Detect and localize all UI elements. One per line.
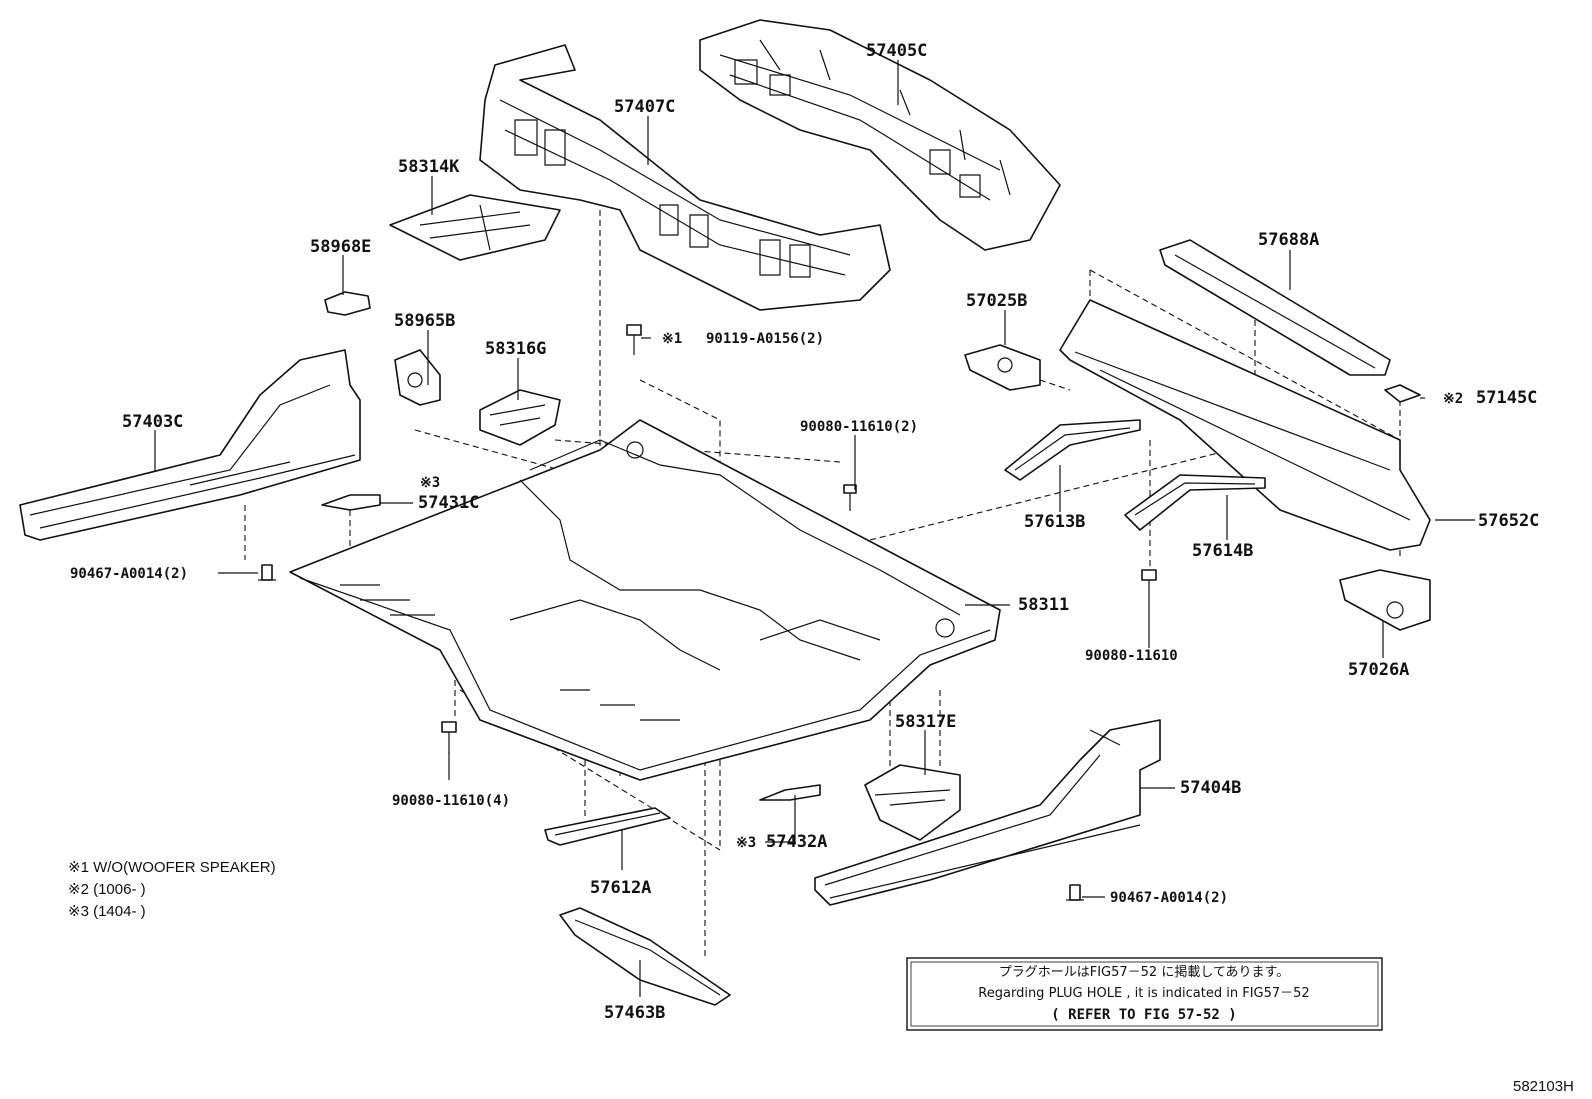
figure-code: 582103H: [1513, 1078, 1574, 1095]
plug-hole-info-box: プラグホールはFIG57－52 に掲載してあります。 Regarding PLU…: [906, 957, 1383, 1031]
label-57405C: 57405C: [866, 41, 927, 61]
part-58311[interactable]: [289, 419, 1001, 781]
part-57026A[interactable]: [1339, 569, 1431, 631]
label-58968E: 58968E: [310, 237, 371, 257]
leader-lines: [154, 60, 1475, 997]
label-57614B: 57614B: [1192, 541, 1253, 561]
label-90080-4: 90080-11610(4): [392, 793, 510, 809]
marker-3b: ※3: [736, 835, 756, 851]
note-1: ※1 W/O(WOOFER SPEAKER): [68, 859, 276, 876]
notes: ※1 W/O(WOOFER SPEAKER) ※2 (1006- ) ※3 (1…: [68, 859, 276, 920]
part-57145C[interactable]: [1384, 384, 1421, 403]
info-line-refer: ( REFER TO FIG 57-52 ): [1051, 1007, 1236, 1023]
part-58317E[interactable]: [864, 764, 961, 841]
part-58316G[interactable]: [479, 389, 561, 446]
label-57145C: 57145C: [1476, 388, 1537, 408]
marker-1: ※1: [662, 331, 682, 347]
label-90467-right: 90467-A0014(2): [1110, 890, 1228, 906]
label-57431C: 57431C: [418, 493, 479, 513]
marker-3a: ※3: [420, 475, 440, 491]
label-90119: 90119-A0156(2): [706, 331, 824, 347]
bolt-90080-lower[interactable]: [441, 721, 457, 754]
label-58317E: 58317E: [895, 712, 956, 732]
bolt-90080-mid[interactable]: [1141, 569, 1157, 600]
label-57025B: 57025B: [966, 291, 1027, 311]
fastener-90467-left[interactable]: [258, 564, 276, 581]
info-line-japanese: プラグホールはFIG57－52 に掲載してあります。: [999, 964, 1290, 980]
label-57026A: 57026A: [1348, 660, 1409, 680]
part-57404B[interactable]: [814, 719, 1161, 906]
label-90080-mid: 90080-11610: [1085, 648, 1178, 664]
part-57405C[interactable]: [699, 19, 1061, 251]
label-90080-top: 90080-11610(2): [800, 419, 918, 435]
bolt-90080-top[interactable]: [843, 484, 857, 511]
part-57403C[interactable]: [19, 349, 361, 541]
part-58965B[interactable]: [394, 349, 441, 406]
label-58311: 58311: [1018, 595, 1069, 615]
part-58968E[interactable]: [324, 291, 371, 316]
part-57432A[interactable]: [759, 784, 821, 801]
part-58314K[interactable]: [389, 194, 561, 261]
label-57688A: 57688A: [1258, 230, 1319, 250]
label-57613B: 57613B: [1024, 512, 1085, 532]
label-57403C: 57403C: [122, 412, 183, 432]
label-58314K: 58314K: [398, 157, 460, 177]
note-3: ※3 (1404- ): [68, 903, 146, 920]
label-57463B: 57463B: [604, 1003, 665, 1023]
note-2: ※2 (1006- ): [68, 881, 146, 898]
label-58965B: 58965B: [394, 311, 455, 331]
part-57652C[interactable]: [1059, 299, 1431, 551]
part-57612A[interactable]: [544, 807, 671, 846]
part-57431C[interactable]: [321, 494, 381, 511]
label-90467-left: 90467-A0014(2): [70, 566, 188, 582]
part-57614B[interactable]: [1124, 474, 1266, 531]
info-line-english: Regarding PLUG HOLE , it is indicated in…: [978, 986, 1309, 1001]
label-57407C: 57407C: [614, 97, 675, 117]
bolt-90119[interactable]: [626, 324, 642, 355]
fastener-90467-right[interactable]: [1066, 884, 1084, 901]
label-57404B: 57404B: [1180, 778, 1241, 798]
part-57463B[interactable]: [559, 907, 731, 1006]
label-57612A: 57612A: [590, 878, 651, 898]
part-57613B[interactable]: [1004, 419, 1141, 481]
part-57025B[interactable]: [964, 344, 1041, 391]
label-57652C: 57652C: [1478, 511, 1539, 531]
label-58316G: 58316G: [485, 339, 546, 359]
label-57432A: 57432A: [766, 832, 827, 852]
part-57407C[interactable]: [479, 44, 891, 311]
marker-2: ※2: [1443, 391, 1463, 407]
part-57688A[interactable]: [1159, 239, 1391, 376]
